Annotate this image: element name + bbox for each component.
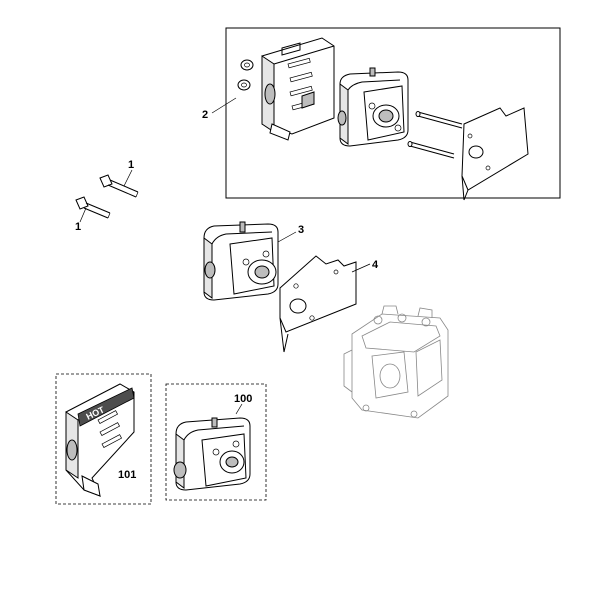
heat-shield-part-101: HOT	[65, 383, 135, 497]
leader-part-3	[277, 231, 297, 243]
callout-part-4: 4	[372, 259, 379, 271]
muffler-part-3	[203, 221, 279, 301]
callout-part-101: 101	[118, 469, 136, 481]
bolt-upper	[99, 174, 139, 198]
bolt-lower	[75, 196, 111, 219]
gasket-assembled	[461, 107, 529, 201]
heat-shield-assembled	[261, 37, 335, 141]
callout-part-1-upper: 1	[128, 159, 134, 171]
assembly-2-frame	[225, 27, 561, 199]
stud-lower	[407, 141, 455, 159]
leader-part-1-upper	[123, 169, 133, 187]
muffler-part-100	[173, 417, 251, 491]
leader-part-100	[235, 403, 243, 415]
callout-part-3: 3	[298, 224, 304, 236]
nut-lower	[237, 79, 251, 91]
nut-upper	[240, 59, 254, 71]
engine-block-reference	[343, 305, 449, 419]
muffler-assembled	[337, 67, 409, 147]
leader-part-4	[351, 263, 371, 273]
stud-upper	[415, 111, 463, 129]
option-box-101	[55, 373, 152, 505]
leader-part-1-lower	[79, 207, 87, 223]
option-box-100	[165, 383, 267, 501]
leader-part-2	[211, 97, 237, 114]
gasket-part-4	[279, 255, 357, 353]
callout-part-1-lower: 1	[75, 221, 81, 233]
callout-part-2: 2	[202, 109, 208, 121]
callout-part-100: 100	[234, 393, 252, 405]
